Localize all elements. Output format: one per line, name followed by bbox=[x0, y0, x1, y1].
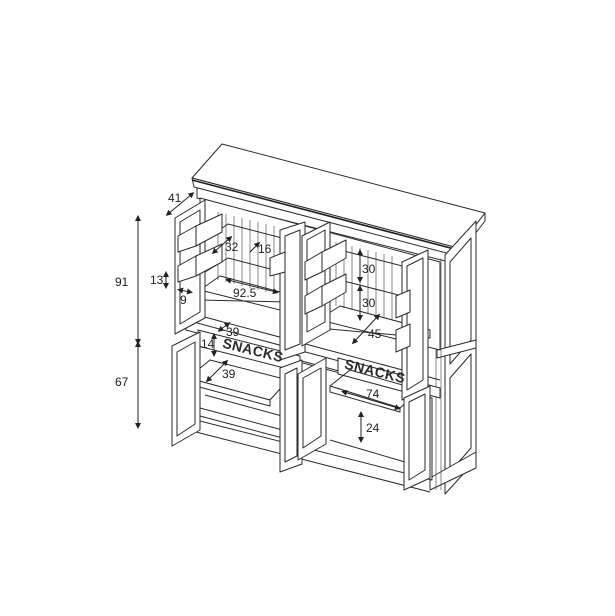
dim-door-rack-height: 13 bbox=[150, 273, 164, 287]
door-lower-right-inner[interactable] bbox=[297, 357, 327, 461]
dim-door-rack-depth: 9 bbox=[180, 293, 187, 307]
dim-right-shelf-spacing-lower: 30 bbox=[362, 296, 376, 310]
door-lower-left-outer[interactable] bbox=[171, 331, 201, 447]
dim-drawer-depth-top: 39 bbox=[226, 325, 240, 339]
door-upper-left-outer[interactable] bbox=[174, 199, 223, 335]
dim-drawer-front-height: 14 bbox=[201, 337, 215, 351]
dim-lower-right-clearance: 24 bbox=[366, 421, 380, 435]
dim-left-rack-width: 32 bbox=[225, 240, 239, 254]
dim-depth-top: 41 bbox=[168, 191, 182, 205]
dim-upper-left-inner-width: 92.5 bbox=[233, 286, 257, 300]
dim-lower-height: 67 bbox=[115, 375, 129, 389]
dim-left-rack-depth: 16 bbox=[258, 242, 272, 256]
right-side-panel bbox=[429, 220, 477, 495]
door-lower-right-outer[interactable] bbox=[403, 385, 431, 491]
dimension-lines bbox=[135, 192, 401, 443]
dim-drawer-inner-depth: 39 bbox=[222, 367, 236, 381]
dim-lower-right-inner-width: 74 bbox=[366, 387, 380, 401]
door-upper-left-inner[interactable] bbox=[269, 221, 306, 361]
dim-right-shelf-spacing-upper: 30 bbox=[362, 262, 376, 276]
door-upper-right-inner[interactable] bbox=[301, 221, 347, 347]
dim-upper-height: 91 bbox=[115, 275, 129, 289]
door-upper-right-outer[interactable] bbox=[395, 249, 429, 401]
dim-right-inner-depth: 45 bbox=[368, 327, 382, 341]
door-lower-left-inner[interactable] bbox=[279, 359, 303, 473]
